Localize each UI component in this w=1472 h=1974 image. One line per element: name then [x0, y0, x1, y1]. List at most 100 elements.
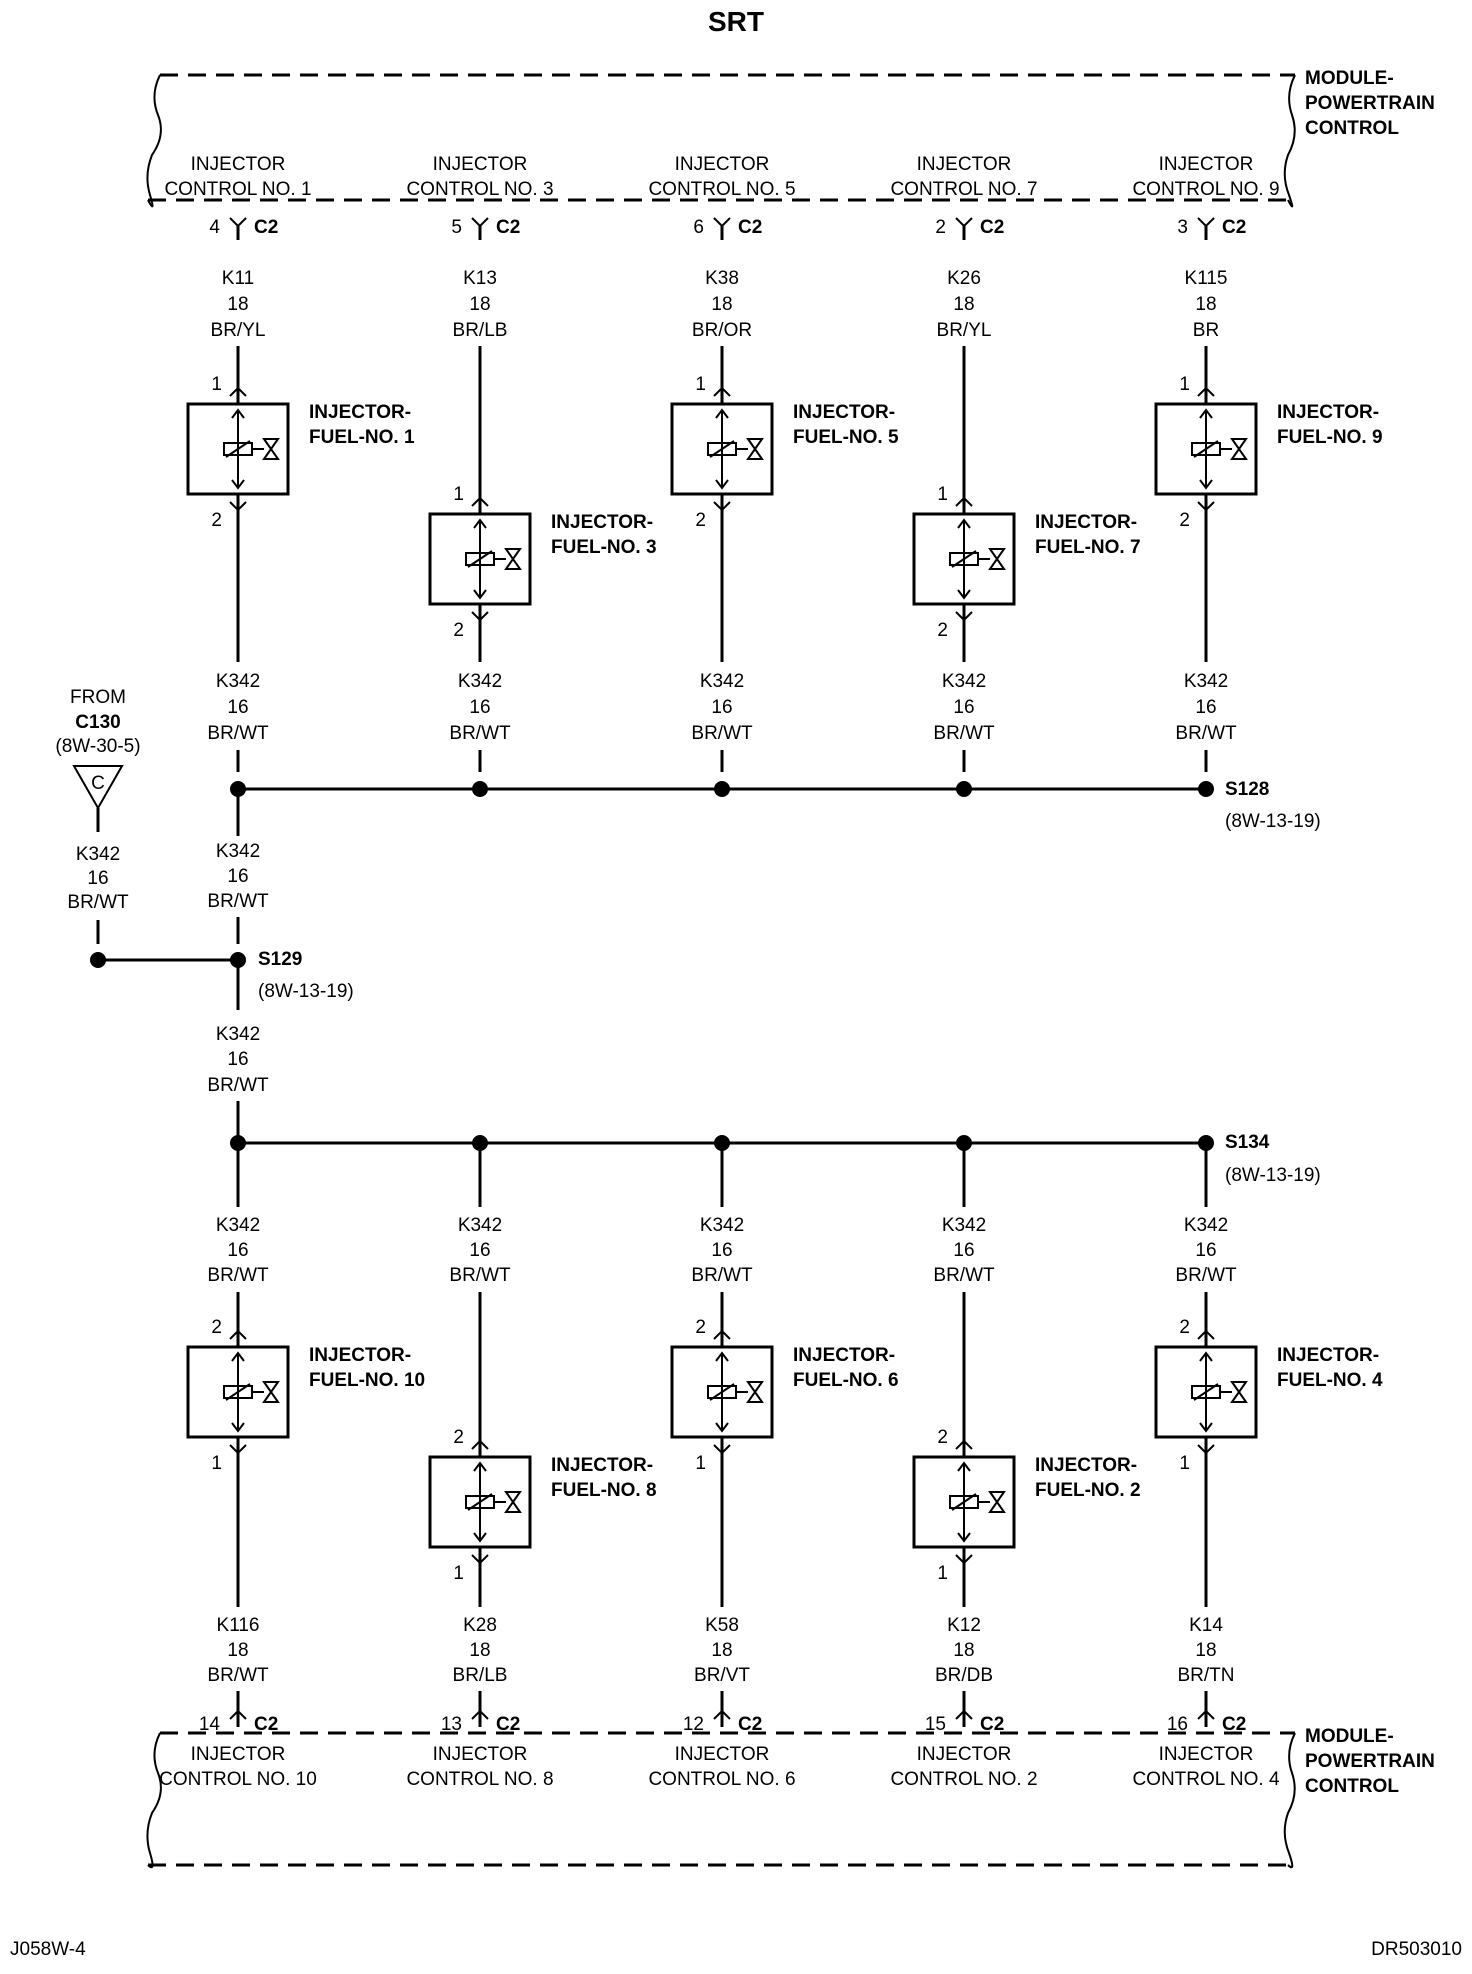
s134-label: S134: [1225, 1132, 1270, 1153]
injector-8-coil-slash: [467, 1493, 493, 1511]
common-gauge: 16: [1195, 697, 1216, 718]
injector-4-label: INJECTOR-: [1277, 1345, 1379, 1366]
injector-9-arrow-up: [1199, 408, 1213, 419]
injector-1-label-num: FUEL-NO. 1: [309, 427, 415, 448]
injector-4-arrow-down: [1199, 1422, 1213, 1433]
injector-pin1-label: 1: [211, 1453, 222, 1474]
injector-pin2-label: 2: [695, 510, 706, 531]
injector-5-valve-icon: [746, 438, 764, 460]
injector-pin1-label: 1: [937, 484, 948, 505]
top-color: BR/LB: [453, 320, 508, 341]
injector-pin2-label: 2: [453, 620, 464, 641]
top-pin-sub: CONTROL NO. 9: [1132, 179, 1279, 200]
bottom-common-gauge: 16: [469, 1240, 490, 1261]
injector-2-arrow-down: [957, 1532, 971, 1543]
bottom-module-label: MODULE-: [1305, 1726, 1394, 1747]
injector-2-label: INJECTOR-: [1035, 1455, 1137, 1476]
bottom-common-circuit: K342: [942, 1215, 986, 1236]
injector-8-label: INJECTOR-: [551, 1455, 653, 1476]
bottom-common-gauge: 16: [1195, 1240, 1216, 1261]
s128-label: S128: [1225, 779, 1269, 800]
bottom-module-label: CONTROL: [1305, 1776, 1399, 1797]
injector-8-arrow-up: [473, 1461, 487, 1472]
bottom-gauge: 18: [227, 1640, 248, 1661]
injector-5-label-num: FUEL-NO. 5: [793, 427, 899, 448]
c130-color: BR/WT: [67, 892, 129, 913]
bottom-common-circuit: K342: [1184, 1215, 1228, 1236]
top-circuit: K115: [1185, 268, 1228, 289]
bottom-color: BR/LB: [453, 1665, 508, 1686]
bottom-common-color: BR/WT: [1175, 1265, 1237, 1286]
bottom-pin-number: 16: [1167, 1714, 1188, 1735]
injector-4-valve-icon: [1230, 1381, 1248, 1403]
bottom-common-gauge: 16: [953, 1240, 974, 1261]
top-color: BR/OR: [692, 320, 752, 341]
common-circuit: K342: [216, 671, 260, 692]
injector-7-coil-slash: [951, 550, 977, 568]
injector-2-valve-icon: [988, 1491, 1006, 1513]
injector-2-coil-slash: [951, 1493, 977, 1511]
mid2-circuit: K342: [216, 1024, 260, 1045]
bottom-color: BR/WT: [207, 1665, 269, 1686]
top-pin-number: 4: [209, 217, 220, 238]
top-connector-label: C2: [738, 217, 762, 238]
injector-pin1-label: 1: [1179, 1453, 1190, 1474]
injector-2-label-num: FUEL-NO. 2: [1035, 1480, 1141, 1501]
bottom-pin-sub: CONTROL NO. 8: [406, 1769, 553, 1790]
bottom-common-color: BR/WT: [933, 1265, 995, 1286]
bottom-connector-label: C2: [980, 1714, 1004, 1735]
top-module-label: POWERTRAIN: [1305, 93, 1435, 114]
injector-1-arrow-up: [231, 408, 245, 419]
s134-ref: (8W-13-19): [1225, 1165, 1321, 1186]
injector-pin1-label: 1: [453, 484, 464, 505]
injector-3-label-num: FUEL-NO. 3: [551, 537, 657, 558]
common-circuit: K342: [700, 671, 744, 692]
common-color: BR/WT: [1175, 723, 1237, 744]
top-gauge: 18: [953, 294, 974, 315]
bottom-common-circuit: K342: [458, 1215, 502, 1236]
injector-9-coil-slash: [1193, 440, 1219, 458]
connector-c2-top: [1197, 217, 1215, 228]
injector-4-coil-slash: [1193, 1383, 1219, 1401]
injector-6-arrow-down: [715, 1422, 729, 1433]
bottom-pin-name: INJECTOR: [675, 1744, 770, 1765]
top-gauge: 18: [711, 294, 732, 315]
top-pin-sub: CONTROL NO. 5: [648, 179, 795, 200]
common-circuit: K342: [458, 671, 502, 692]
injector-pin2-label: 2: [211, 1317, 222, 1338]
bottom-common-circuit: K342: [216, 1215, 260, 1236]
common-color: BR/WT: [691, 723, 753, 744]
bottom-connector-label: C2: [738, 1714, 762, 1735]
mid-color: BR/WT: [207, 891, 269, 912]
injector-pin2-label: 2: [937, 1427, 948, 1448]
injector-9-arrow-down: [1199, 479, 1213, 490]
bottom-pin-number: 14: [199, 1714, 221, 1735]
top-gauge: 18: [469, 294, 490, 315]
injector-5-label: INJECTOR-: [793, 402, 895, 423]
injector-9-label-num: FUEL-NO. 9: [1277, 427, 1383, 448]
common-gauge: 16: [711, 697, 732, 718]
injector-10-label-num: FUEL-NO. 10: [309, 1370, 425, 1391]
bottom-common-color: BR/WT: [207, 1265, 269, 1286]
top-module-label: CONTROL: [1305, 118, 1399, 139]
top-pin-number: 2: [935, 217, 946, 238]
bottom-color: BR/TN: [1178, 1665, 1235, 1686]
injector-7-arrow-down: [957, 589, 971, 600]
top-module-right-edge: [1283, 74, 1296, 208]
bottom-color: BR/DB: [935, 1665, 993, 1686]
c130-letter: C: [91, 773, 105, 794]
top-connector-label: C2: [254, 217, 278, 238]
injector-pin1-label: 1: [453, 1563, 464, 1584]
injector-1-label: INJECTOR-: [309, 402, 411, 423]
top-module-left-edge: [146, 74, 162, 208]
from-label: FROM: [70, 687, 126, 708]
injector-pin1-label: 1: [937, 1563, 948, 1584]
bottom-module-label: POWERTRAIN: [1305, 1751, 1435, 1772]
from-connector: C130: [75, 712, 120, 733]
top-connector-label: C2: [496, 217, 520, 238]
mid-circuit: K342: [216, 841, 260, 862]
injector-7-label: INJECTOR-: [1035, 512, 1137, 533]
bottom-connector-label: C2: [1222, 1714, 1246, 1735]
injector-5-arrow-down: [715, 479, 729, 490]
top-pin-number: 6: [693, 217, 704, 238]
